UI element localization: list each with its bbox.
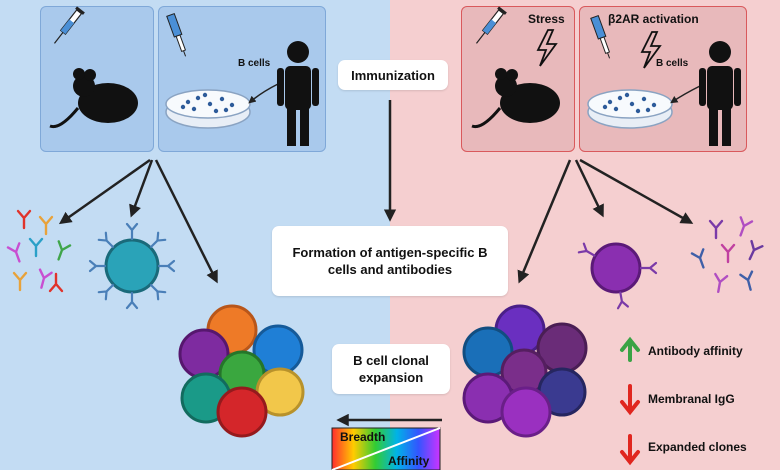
immunization-label: Immunization [338,60,448,90]
clone-cluster-left [178,304,305,438]
antibodies-right [690,216,764,294]
petri-dish-icon-right [587,89,673,129]
mouse-icon-left [49,68,138,129]
b2ar-label: β2AR activation [608,12,699,26]
affinity-label: Affinity [388,454,430,468]
breadth-label: Breadth [340,430,386,444]
legend-membranal-igg: Membranal IgG [648,392,735,406]
b-cell-left [88,222,176,310]
expansion-label: B cell clonal expansion [332,344,450,394]
human-icon-left [277,41,319,146]
lightning-icon-b2ar [640,31,662,69]
syringe-icon-left [53,6,85,44]
pipette-icon-left [166,12,187,57]
mouse-icon-right [471,68,560,129]
human-icon-right [699,41,741,146]
b-cells-label-left: B cells [238,58,271,69]
petri-dish-icon-left [165,89,251,129]
pipette-icon-right [590,14,611,59]
mouse-box-right [461,6,575,152]
clone-cluster-right [462,304,588,438]
stress-label: Stress [528,12,565,26]
mouse-box-left [40,6,154,152]
legend-arrows [620,336,640,466]
legend-expanded-clones: Expanded clones [648,440,747,454]
legend-antibody-affinity: Antibody affinity [648,344,743,358]
syringe-icon-right [475,6,507,44]
formation-label: Formation of antigen-specific B cells an… [272,226,508,296]
b-cell-right [577,242,658,310]
b-cells-label-right: B cells [656,58,689,69]
flow-arrows [58,100,694,284]
gradient-bar [331,427,441,470]
antibodies-left [6,209,72,293]
lightning-icon-stress [536,29,558,67]
